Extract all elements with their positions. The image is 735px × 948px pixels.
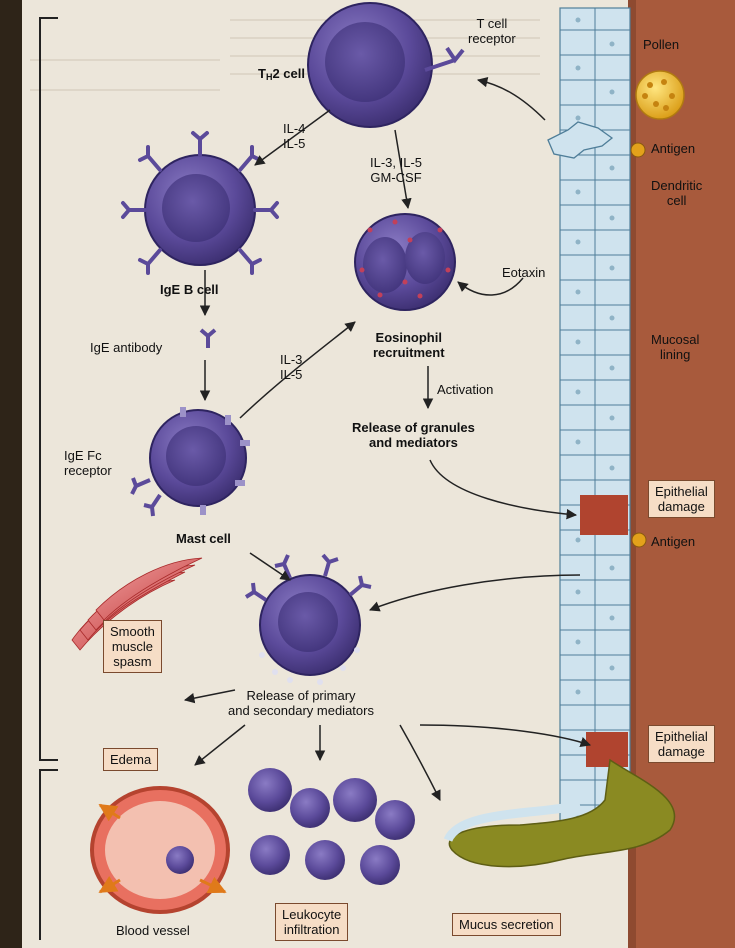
th2-cell-label: TH2 cell xyxy=(258,66,305,85)
antigen-label-mid: Antigen xyxy=(651,534,695,549)
dendritic-cell-label: Dendritic cell xyxy=(651,178,702,208)
epithelial-damage-bottom-box: Epithelial damage xyxy=(648,725,715,763)
mucosal-lining-label: Mucosal lining xyxy=(651,332,699,362)
edema-box: Edema xyxy=(103,748,158,771)
epithelial-damage-top-box: Epithelial damage xyxy=(648,480,715,518)
blood-vessel-label: Blood vessel xyxy=(116,923,190,938)
il4-il5-label: IL-4 IL-5 xyxy=(283,121,305,151)
t-cell-receptor-label: T cell receptor xyxy=(468,16,516,46)
release-primary-secondary-label: Release of primary and secondary mediato… xyxy=(228,688,374,718)
eosinophil-recruitment-label: Eosinophil recruitment xyxy=(373,330,445,360)
mucus-secretion-box: Mucus secretion xyxy=(452,913,561,936)
ige-b-cell-label: IgE B cell xyxy=(160,282,219,297)
pollen-label: Pollen xyxy=(643,37,679,52)
ige-antibody-label: IgE antibody xyxy=(90,340,162,355)
mast-cell-label: Mast cell xyxy=(176,531,231,546)
il3-il5-mid-label: IL-3 IL-5 xyxy=(280,352,302,382)
activation-label: Activation xyxy=(437,382,493,397)
il3-il5-gmcsf-label: IL-3, IL-5 GM-CSF xyxy=(370,155,422,185)
antigen-label-top: Antigen xyxy=(651,141,695,156)
leukocyte-infiltration-box: Leukocyte infiltration xyxy=(275,903,348,941)
eotaxin-label: Eotaxin xyxy=(502,265,545,280)
smooth-muscle-spasm-box: Smooth muscle spasm xyxy=(103,620,162,673)
ige-fc-receptor-label: IgE Fc receptor xyxy=(64,448,112,478)
release-granules-label: Release of granules and mediators xyxy=(352,420,475,450)
